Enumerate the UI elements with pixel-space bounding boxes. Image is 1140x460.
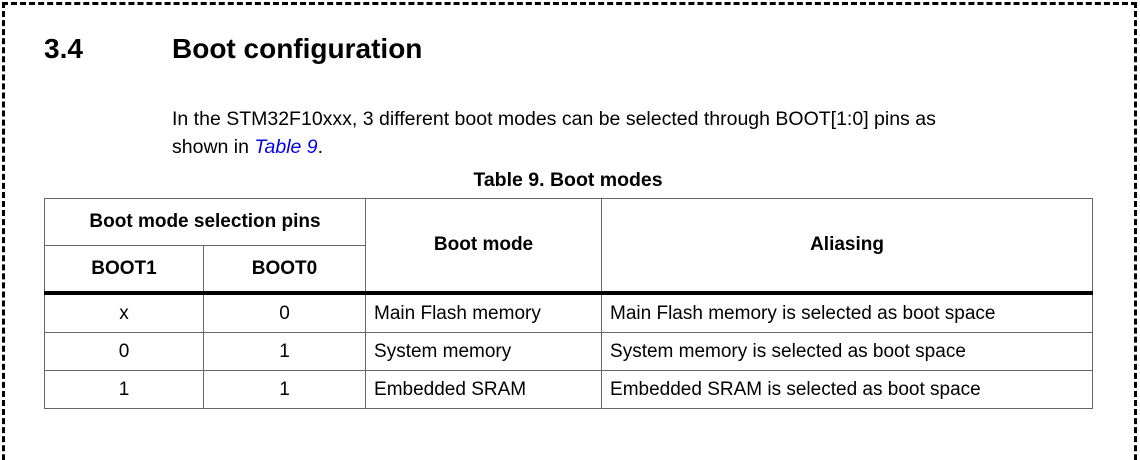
body-paragraph: In the STM32F10xxx, 3 different boot mod… (172, 105, 1087, 162)
cell-boot-mode: Embedded SRAM (365, 370, 603, 409)
cell-aliasing: System memory is selected as boot space (601, 332, 1094, 371)
header-aliasing: Aliasing (601, 198, 1094, 294)
header-boot0: BOOT0 (202, 245, 367, 294)
table-row: x 0 Main Flash memory Main Flash memory … (44, 291, 1094, 333)
header-boot-pins-group: Boot mode selection pins (43, 198, 367, 246)
section-title: Boot configuration (172, 33, 423, 64)
cell-boot1: 1 (44, 370, 204, 409)
cell-boot0: 1 (202, 370, 367, 409)
cell-boot-mode: Main Flash memory (365, 291, 603, 333)
cell-boot1: x (44, 291, 204, 333)
cell-boot0: 0 (202, 291, 367, 333)
section-number: 3.4 (44, 33, 83, 64)
cell-aliasing: Main Flash memory is selected as boot sp… (601, 291, 1094, 333)
table-header-row-pins: BOOT1 BOOT0 (44, 245, 1093, 294)
cell-boot-mode: System memory (365, 332, 603, 371)
paragraph-text-after-link: . (317, 136, 324, 158)
table-header-row-group: Boot mode selection pins Boot mode Alias… (43, 198, 1094, 294)
table-row: 0 1 System memory System memory is selec… (44, 332, 1094, 371)
cell-aliasing: Embedded SRAM is selected as boot space (601, 370, 1094, 409)
table-caption: Table 9. Boot modes (473, 169, 663, 191)
header-boot1: BOOT1 (44, 245, 204, 294)
header-boot-mode: Boot mode (365, 198, 603, 294)
boot-modes-table: Boot mode selection pins Boot mode Alias… (43, 198, 1094, 409)
boot-modes-table-block: Table 9. Boot modes Boot mode selection … (43, 169, 1094, 409)
table-row: 1 1 Embedded SRAM Embedded SRAM is selec… (44, 370, 1094, 409)
paragraph-text-before-link: In the STM32F10xxx, 3 different boot mod… (172, 107, 936, 159)
table-9-link[interactable]: Table 9 (254, 136, 318, 158)
cell-boot0: 1 (202, 332, 367, 371)
cell-boot1: 0 (44, 332, 204, 371)
